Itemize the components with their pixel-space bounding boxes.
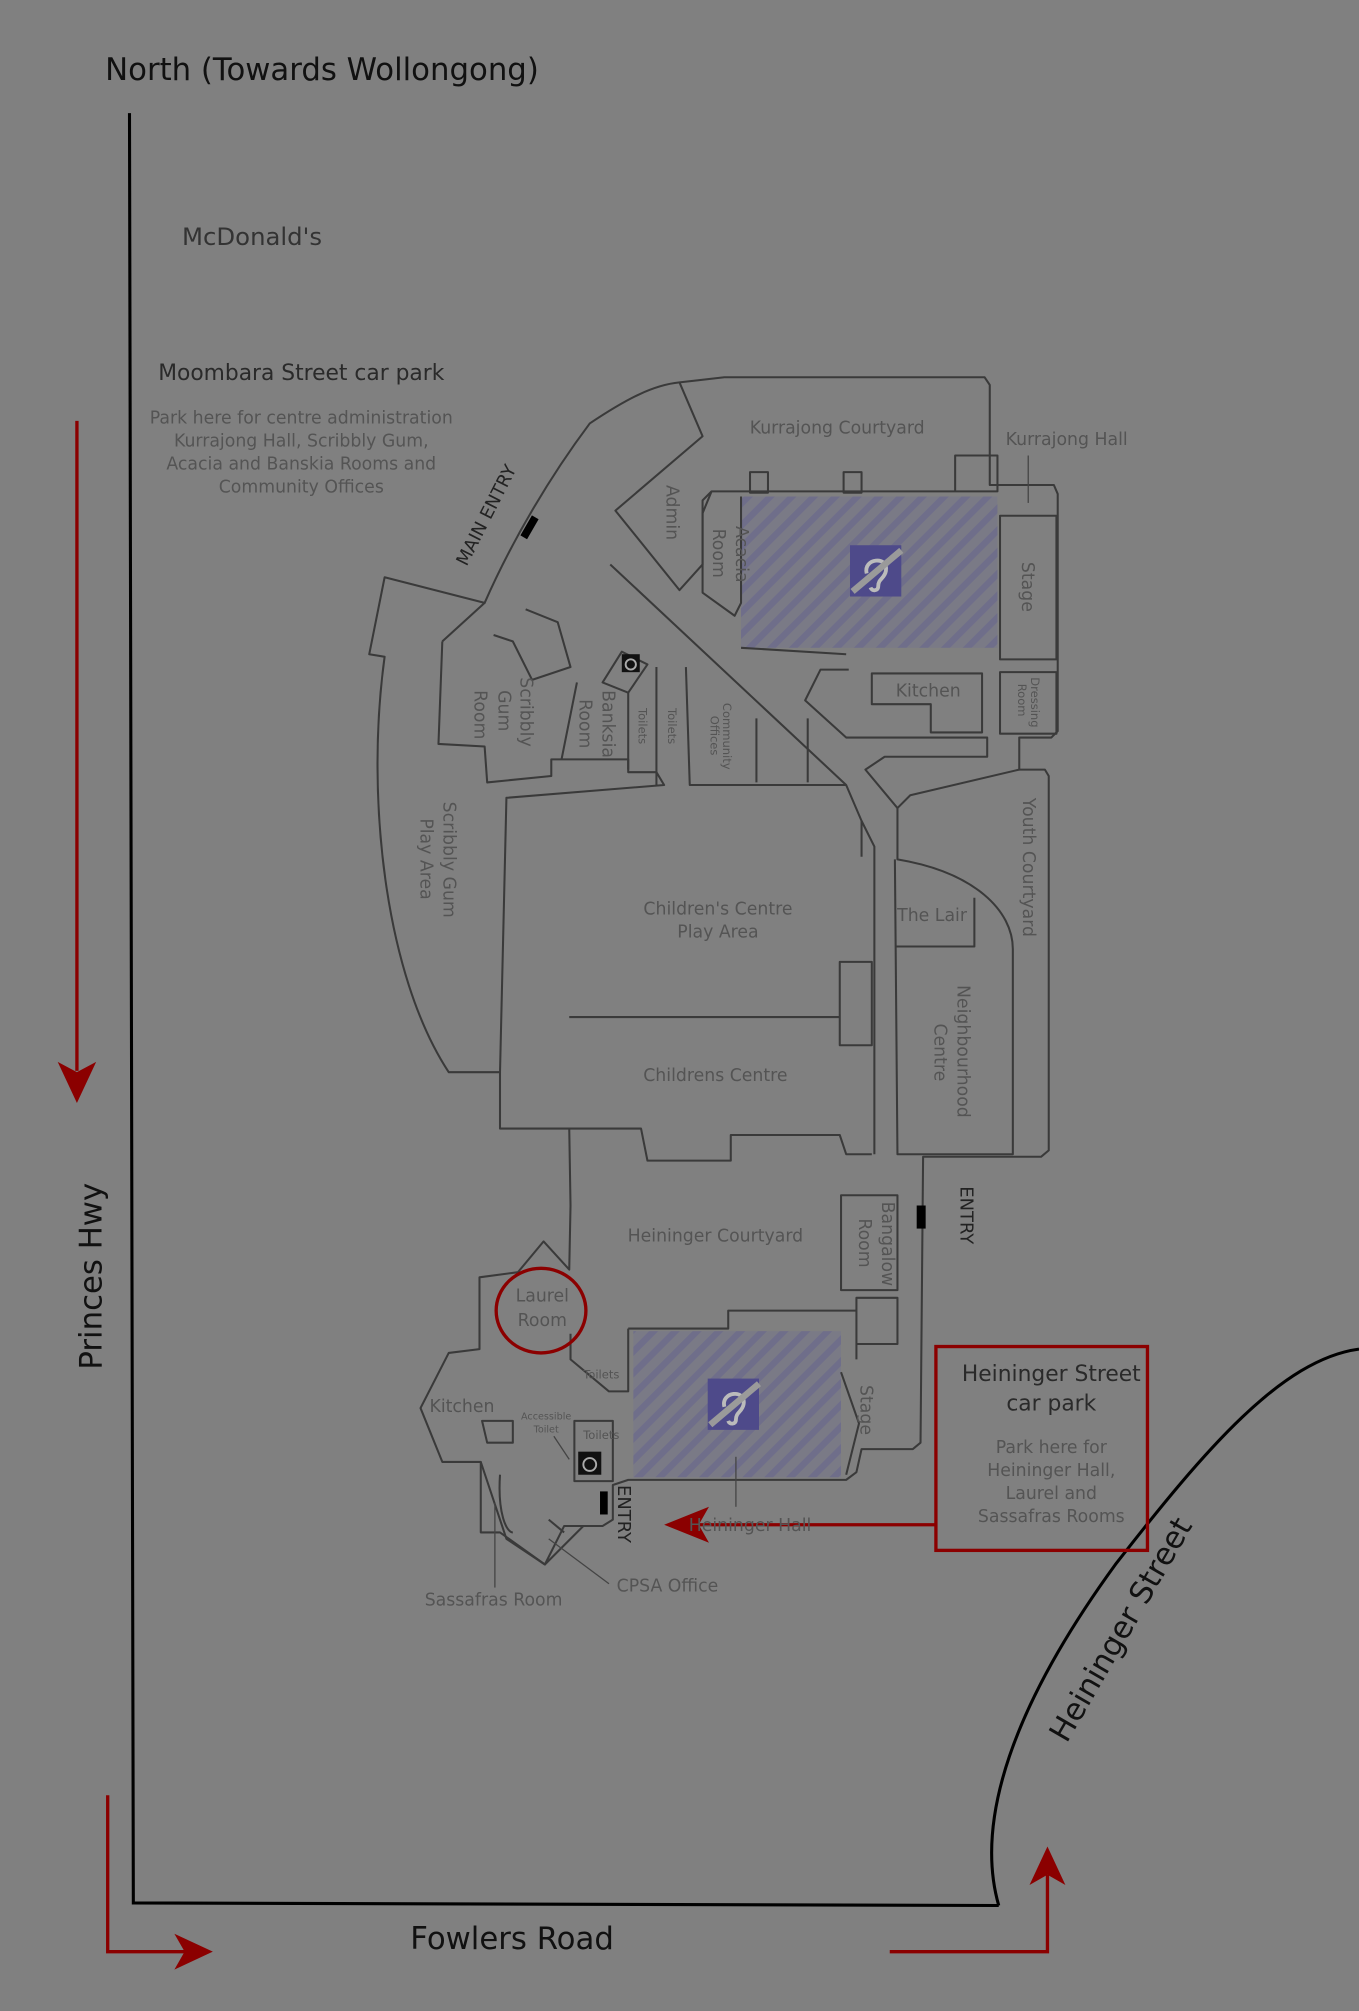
svg-text:Accessible: Accessible <box>521 1412 571 1423</box>
svg-text:Kurrajong Hall: Kurrajong Hall <box>1006 430 1128 450</box>
svg-text:Heininger Hall,: Heininger Hall, <box>987 1461 1115 1481</box>
moombara-car-park-info: Moombara Street car park Park here for c… <box>150 361 453 498</box>
svg-text:Stage: Stage <box>1017 562 1037 612</box>
accessible-toilet-icon <box>621 654 640 673</box>
svg-text:Kurrajong Courtyard: Kurrajong Courtyard <box>750 419 925 439</box>
svg-text:Moombara Street car park: Moombara Street car park <box>158 361 444 386</box>
svg-text:The Lair: The Lair <box>896 906 968 926</box>
svg-text:Dressing: Dressing <box>1028 677 1042 727</box>
svg-text:Bangalow: Bangalow <box>877 1202 897 1287</box>
svg-text:Heininger Street: Heininger Street <box>962 1362 1141 1387</box>
svg-text:Room: Room <box>469 690 489 739</box>
svg-text:Room: Room <box>854 1218 874 1267</box>
svg-text:Community: Community <box>720 703 734 770</box>
svg-text:Acacia: Acacia <box>731 526 751 583</box>
room-labels: Kurrajong Courtyard Kurrajong Hall Admin… <box>416 419 1128 1611</box>
svg-text:Childrens Centre: Childrens Centre <box>643 1066 787 1086</box>
svg-text:Sassafras Rooms: Sassafras Rooms <box>978 1507 1125 1527</box>
hearing-loop-icon <box>850 545 901 596</box>
south-entry-label: ENTRY <box>613 1485 634 1543</box>
svg-text:Room: Room <box>1015 684 1029 717</box>
svg-text:Youth Courtyard: Youth Courtyard <box>1018 797 1038 937</box>
svg-text:Heininger Hall: Heininger Hall <box>689 1516 812 1536</box>
svg-text:Toilet: Toilet <box>533 1424 559 1435</box>
svg-text:Acacia and Banskia Rooms and: Acacia and Banskia Rooms and <box>166 455 436 475</box>
svg-text:Gum: Gum <box>494 690 514 731</box>
svg-text:Park here for: Park here for <box>996 1438 1108 1458</box>
svg-text:Centre: Centre <box>930 1023 950 1081</box>
svg-text:car park: car park <box>1006 1392 1096 1417</box>
hearing-loop-icon <box>708 1379 759 1430</box>
svg-text:Toilets: Toilets <box>635 707 649 744</box>
svg-text:Kitchen: Kitchen <box>429 1397 494 1417</box>
svg-text:Park here for centre administr: Park here for centre administration <box>150 408 453 428</box>
svg-text:Scribbly Gum: Scribbly Gum <box>439 802 459 918</box>
heininger-street-line <box>990 1347 1359 1906</box>
svg-text:Laurel and: Laurel and <box>1006 1484 1097 1504</box>
svg-text:Kurrajong Hall, Scribbly Gum,: Kurrajong Hall, Scribbly Gum, <box>174 432 429 452</box>
svg-text:Sassafras Room: Sassafras Room <box>425 1591 563 1611</box>
svg-text:Play Area: Play Area <box>416 818 436 899</box>
mcdonalds-label: McDonald's <box>182 222 322 251</box>
svg-text:Toilets: Toilets <box>582 1368 619 1382</box>
svg-text:Kitchen: Kitchen <box>896 682 961 702</box>
svg-text:Toilets: Toilets <box>582 1428 619 1442</box>
east-entry-label: ENTRY <box>955 1186 976 1244</box>
svg-text:Toilets: Toilets <box>665 707 679 744</box>
route-arrows <box>57 420 1066 1970</box>
svg-text:Admin: Admin <box>662 485 682 540</box>
svg-text:Banksia: Banksia <box>598 690 618 758</box>
svg-text:Offices: Offices <box>707 716 721 756</box>
svg-text:Room: Room <box>708 529 728 578</box>
heininger-car-park-info: Heininger Street car park Park here for … <box>934 1344 1150 1553</box>
svg-text:CPSA Office: CPSA Office <box>617 1576 719 1596</box>
svg-text:Laurel: Laurel <box>516 1287 569 1307</box>
svg-text:Neighbourhood: Neighbourhood <box>953 985 973 1118</box>
princes-hwy-line <box>127 113 999 1908</box>
laurel-room-highlight <box>494 1266 588 1355</box>
accessible-toilet-icon <box>578 1451 602 1475</box>
princes-hwy-label: Princes Hwy <box>73 1183 109 1370</box>
fowlers-road-label: Fowlers Road <box>410 1921 614 1957</box>
svg-text:Play Area: Play Area <box>677 923 758 943</box>
svg-text:Room: Room <box>518 1311 567 1331</box>
svg-text:Community Offices: Community Offices <box>219 478 384 498</box>
svg-text:Children's Centre: Children's Centre <box>643 899 792 919</box>
entry-markers <box>520 515 926 1515</box>
north-label: North (Towards Wollongong) <box>105 52 539 88</box>
svg-text:Room: Room <box>574 699 594 748</box>
svg-text:Stage: Stage <box>855 1385 875 1435</box>
svg-text:Heininger Courtyard: Heininger Courtyard <box>628 1226 804 1246</box>
svg-text:Scribbly: Scribbly <box>516 677 536 746</box>
